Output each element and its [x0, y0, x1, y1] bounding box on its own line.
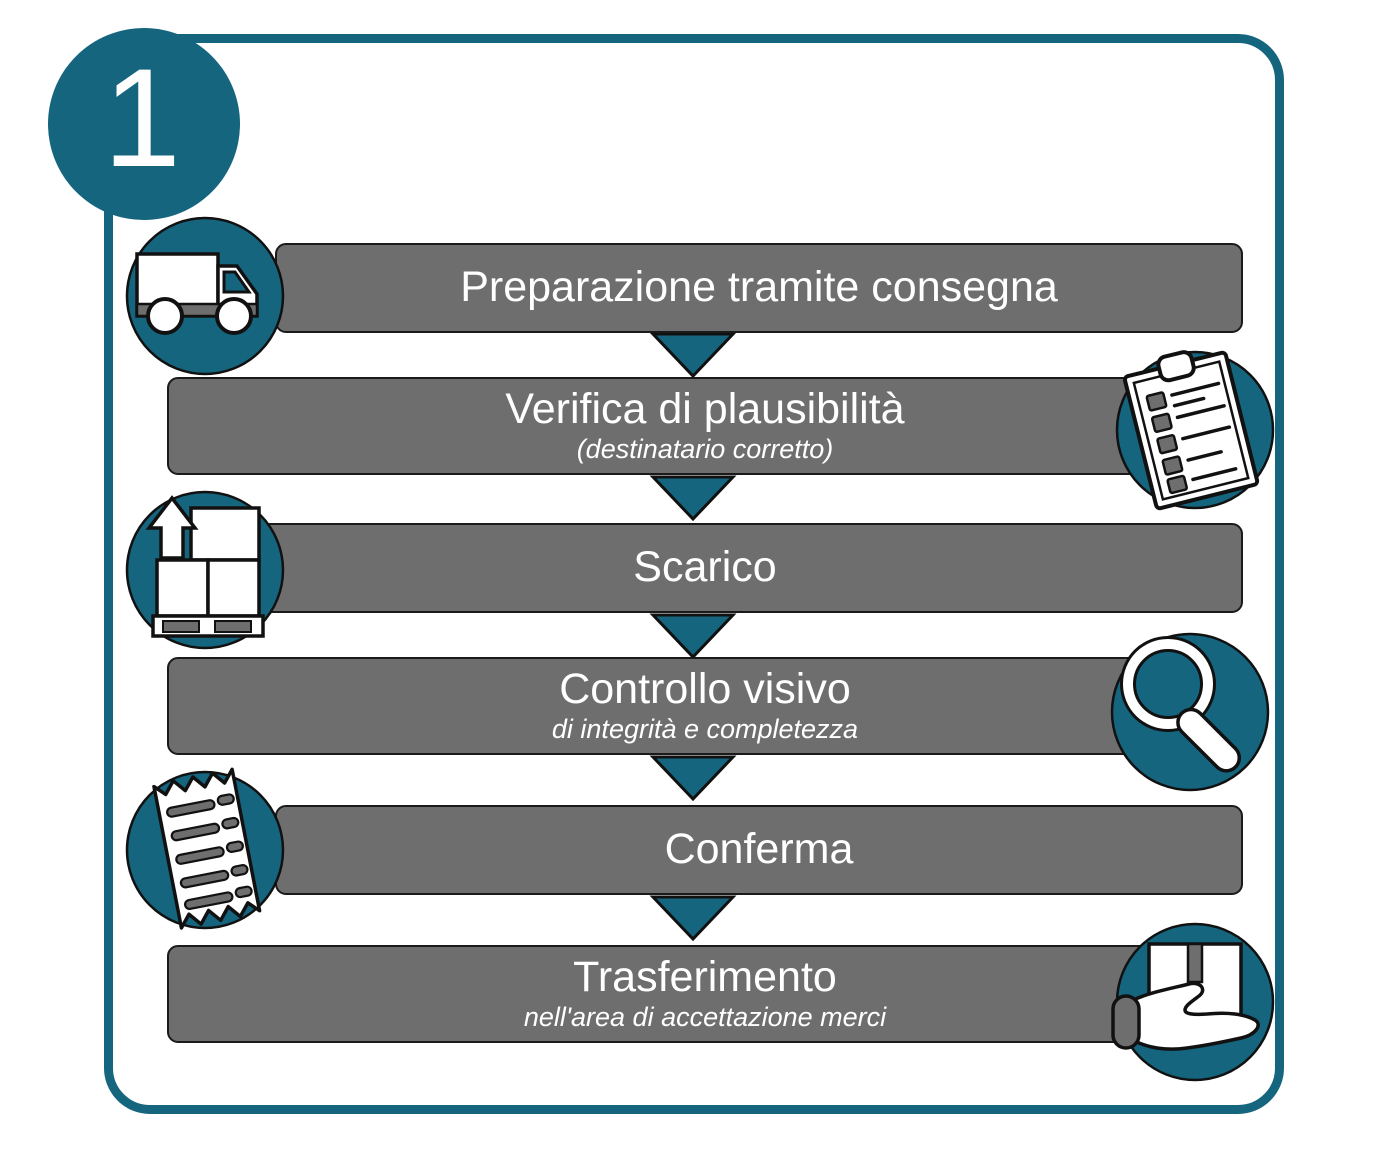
pallet-unload-icon [125, 490, 285, 650]
arrow-down-icon [643, 895, 743, 941]
step-title-4: Controllo visivo [559, 665, 851, 714]
step-number-label: 1 [103, 39, 181, 196]
step-subtitle-6: nell'area di accettazione merci [523, 1002, 887, 1033]
step-title-5: Conferma [664, 825, 854, 874]
step-bar-5[interactable]: Conferma [275, 805, 1243, 895]
step-bar-2[interactable]: Verifica di plausibilità (destinatario c… [167, 377, 1243, 475]
step-title-3: Scarico [633, 543, 777, 592]
step-title-1: Preparazione tramite consegna [460, 263, 1058, 312]
arrow-down-icon [643, 613, 743, 659]
magnifying-glass-icon [1110, 632, 1270, 792]
arrow-down-icon [643, 475, 743, 521]
process-frame [104, 34, 1284, 1114]
step-subtitle-4: di integrità e completezza [551, 714, 859, 745]
step-bar-6[interactable]: Trasferimento nell'area di accettazione … [167, 945, 1243, 1043]
arrow-down-icon [643, 332, 743, 378]
step-title-2: Verifica di plausibilità [505, 385, 905, 434]
receipt-document-icon [125, 767, 285, 930]
step-title-6: Trasferimento [573, 953, 837, 1002]
step-bar-3[interactable]: Scarico [167, 523, 1243, 613]
step-bar-1[interactable]: Preparazione tramite consegna [275, 243, 1243, 333]
arrow-down-icon [643, 755, 743, 801]
clipboard-checklist-icon [1115, 350, 1275, 511]
step-number-badge: 1 [48, 28, 240, 220]
hand-holding-box-icon [1111, 922, 1275, 1082]
step-subtitle-2: (destinatario corretto) [576, 434, 834, 465]
delivery-truck-icon [125, 216, 285, 376]
step-bar-4[interactable]: Controllo visivo di integrità e complete… [167, 657, 1243, 755]
